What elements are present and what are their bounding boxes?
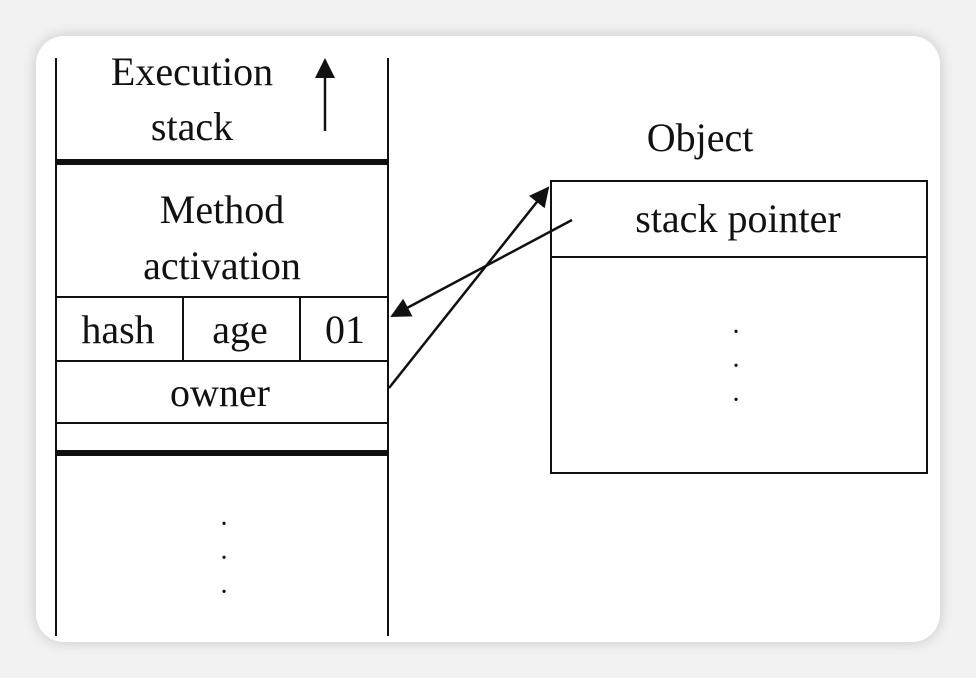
diagram-lines	[55, 58, 928, 636]
method-activation-line2: activation	[143, 243, 301, 288]
stack-pointer-to-lockword-arrow	[390, 218, 573, 318]
stack-title-line1: Execution	[110, 49, 274, 94]
object-title: Object	[646, 115, 754, 160]
owner-to-object-arrow	[388, 186, 550, 389]
cell-age: age	[212, 307, 268, 352]
diagram-card: Execution stack Method activation hash a…	[36, 36, 940, 642]
object-field-stack-pointer: stack pointer	[635, 196, 841, 241]
cell-owner: owner	[170, 370, 270, 415]
cell-hash: hash	[81, 307, 155, 352]
object-ellipsis: · · ·	[731, 317, 741, 416]
cell-lock-bits: 01	[325, 307, 365, 352]
object-box	[550, 180, 928, 474]
stack-ellipsis: · · ·	[219, 509, 229, 608]
method-activation-line1: Method	[159, 187, 285, 232]
stack-title-line2: stack	[150, 104, 234, 149]
